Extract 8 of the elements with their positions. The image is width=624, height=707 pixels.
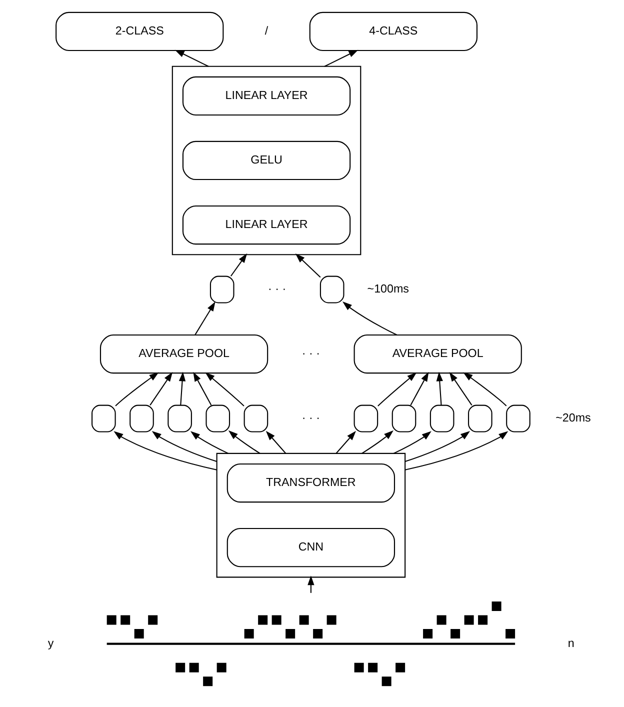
label: · · · xyxy=(302,412,320,424)
label: n xyxy=(568,636,574,650)
node-label: ~100ms xyxy=(367,282,409,296)
label: · · · xyxy=(268,282,286,296)
label: · · · xyxy=(302,346,320,360)
node-label: ~20ms xyxy=(556,412,591,424)
label: y xyxy=(48,636,54,650)
label: / xyxy=(264,24,268,38)
